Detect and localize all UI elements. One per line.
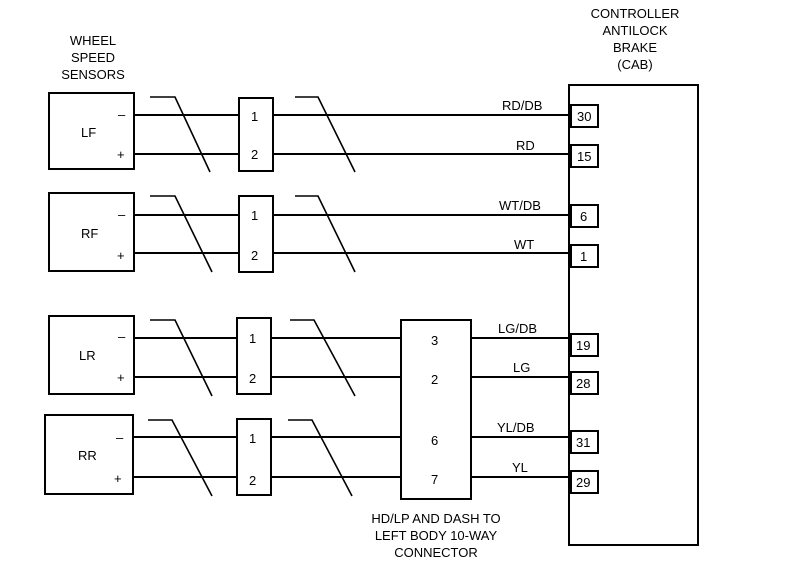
wire-color-label: WT — [514, 237, 534, 252]
sensors-title-line3: SENSORS — [61, 67, 125, 82]
sensor-rr-label: RR — [78, 448, 97, 463]
sensor-rf-box — [48, 192, 135, 272]
controller-pin: 30 — [577, 109, 591, 124]
sensor-lf-box — [48, 92, 135, 170]
sensor-lr-plus: + — [117, 370, 125, 385]
wire-color-label: LG/DB — [498, 321, 537, 336]
connector-pin: 2 — [249, 473, 256, 488]
sensor-rr-plus: + — [114, 471, 122, 486]
controller-pin-box — [570, 333, 599, 357]
sensor-lr-minus: – — [118, 329, 126, 344]
sensors-title-line1: WHEEL — [70, 33, 116, 48]
sensor-rr-connector — [236, 418, 272, 496]
controller-pin: 29 — [576, 475, 590, 490]
ten-way-connector — [400, 319, 472, 500]
connector-pin: 2 — [249, 371, 256, 386]
twisted-pair-mark — [150, 195, 213, 273]
twisted-pair-mark — [295, 96, 356, 173]
controller-pin: 6 — [580, 209, 587, 224]
sensor-lr: LR – + 1 2 — [48, 315, 401, 397]
controller-pin-box — [570, 244, 599, 268]
sensor-lr-label: LR — [79, 348, 96, 363]
controller-pin-box — [570, 104, 599, 128]
connector-pin: 1 — [251, 208, 258, 223]
wire-color-label: WT/DB — [499, 198, 541, 213]
ten-way-pin: 3 — [431, 333, 438, 348]
twisted-pair-mark — [290, 319, 356, 397]
controller-title-line2: ANTILOCK — [602, 23, 667, 38]
ten-way-pin: 2 — [431, 372, 438, 387]
sensor-lf-connector — [238, 97, 274, 172]
sensor-lf-minus: – — [118, 107, 126, 122]
wire-color-label: YL/DB — [497, 420, 535, 435]
connector-pin: 2 — [251, 147, 258, 162]
sensor-lf: LF – + 1 2 — [48, 92, 569, 173]
sensor-rf: RF – + 1 2 — [48, 192, 569, 273]
controller-pin: 28 — [576, 376, 590, 391]
twisted-pair-mark — [148, 419, 213, 497]
twisted-pair-mark — [150, 319, 213, 397]
ten-way-caption-line2: LEFT BODY 10-WAY — [375, 528, 498, 543]
connector-pin: 1 — [251, 109, 258, 124]
connector-pin: 1 — [249, 431, 256, 446]
sensor-lf-label: LF — [81, 125, 96, 140]
twisted-pair-mark — [295, 195, 356, 273]
sensor-lr-box — [48, 315, 135, 395]
controller-pin: 15 — [577, 149, 591, 164]
sensor-rf-plus: + — [117, 248, 125, 263]
wire-color-label: LG — [513, 360, 530, 375]
controller-pin-box — [570, 430, 599, 454]
connector-pin: 2 — [251, 248, 258, 263]
controller-title-line1: CONTROLLER — [591, 6, 680, 21]
sensor-rr: RR – + 1 2 — [44, 414, 401, 497]
wire-color-label: YL — [512, 460, 528, 475]
sensor-rf-minus: – — [118, 207, 126, 222]
sensor-rr-minus: – — [116, 430, 124, 445]
controller-title-line4: (CAB) — [617, 57, 652, 72]
controller-pin: 31 — [576, 435, 590, 450]
sensors-title-line2: SPEED — [71, 50, 115, 65]
sensor-lr-connector — [236, 317, 272, 395]
controller-pin-box — [570, 204, 599, 228]
controller-pin-box — [570, 470, 599, 494]
ten-way-pin: 6 — [431, 433, 438, 448]
ten-way-caption-line1: HD/LP AND DASH TO — [371, 511, 500, 526]
controller-pin: 1 — [580, 249, 587, 264]
controller-pin-box — [570, 371, 599, 395]
controller-title-line3: BRAKE — [613, 40, 657, 55]
ten-way-pin: 7 — [431, 472, 438, 487]
twisted-pair-mark — [288, 419, 353, 497]
twisted-pair-mark — [150, 96, 211, 173]
controller-pin: 19 — [576, 338, 590, 353]
controller-pin-box — [570, 144, 599, 168]
sensor-rf-connector — [238, 195, 274, 273]
wire-color-label: RD — [516, 138, 535, 153]
sensor-rr-box — [44, 414, 134, 495]
wire-color-label: RD/DB — [502, 98, 542, 113]
sensor-lf-plus: + — [117, 147, 125, 162]
ten-way-caption-line3: CONNECTOR — [394, 545, 478, 560]
connector-pin: 1 — [249, 331, 256, 346]
sensor-rf-label: RF — [81, 226, 98, 241]
